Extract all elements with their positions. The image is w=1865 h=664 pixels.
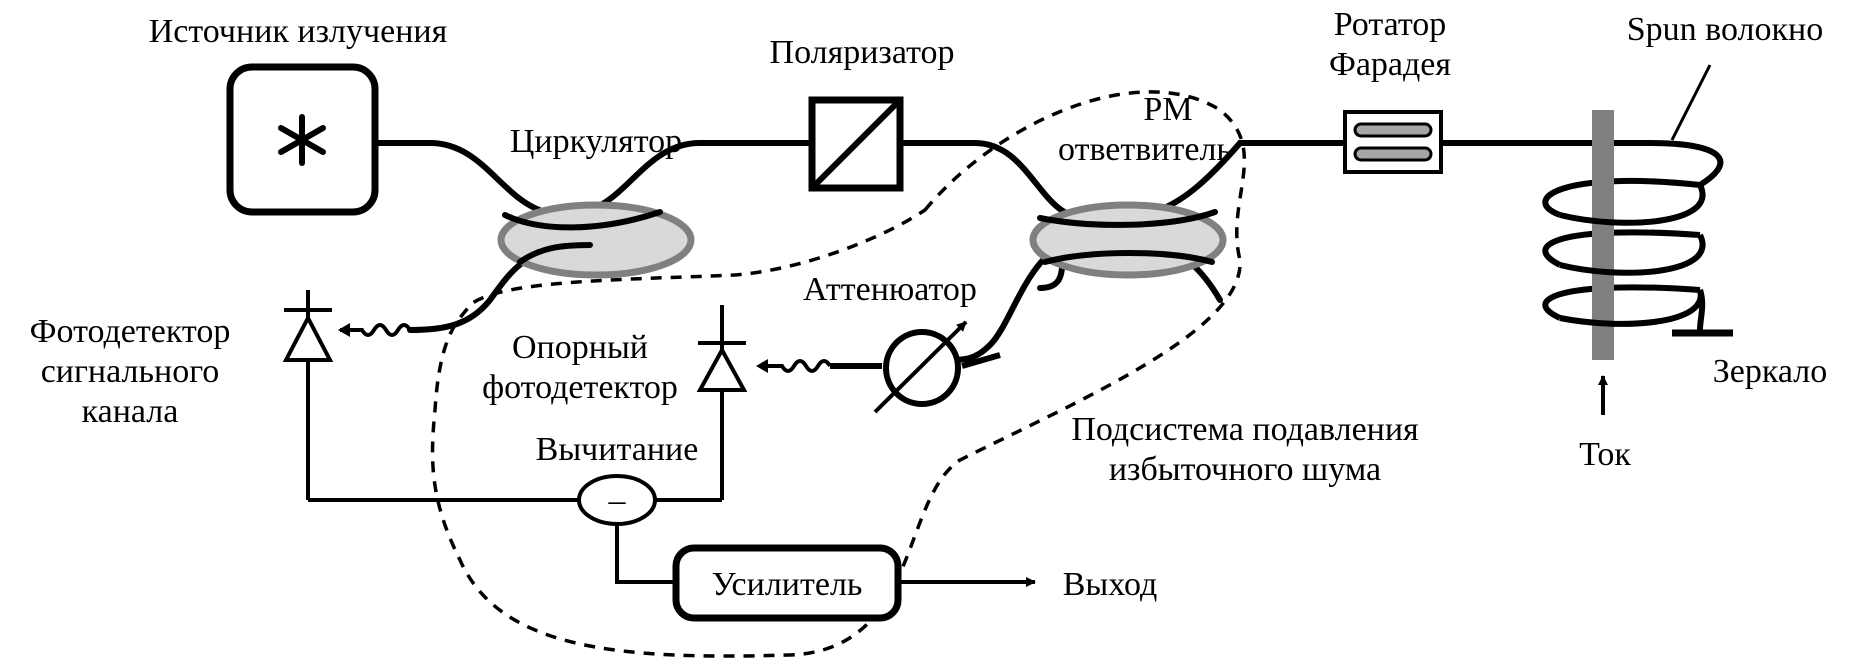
subtraction-label: Вычитание <box>536 431 699 468</box>
circulator-upper-fiber <box>502 209 663 231</box>
circulator-label: Циркулятор <box>510 123 682 160</box>
attenuator-label: Аттенюатор <box>803 271 977 308</box>
spun-fiber-coil-back <box>1542 177 1701 321</box>
pm-coupler-label-line2: ответвитель <box>1058 131 1232 168</box>
subtraction-sign: – <box>608 482 627 519</box>
subsystem-label-line1: Подсистема подавления <box>1071 411 1419 448</box>
subsystem-label-line2: избыточного шума <box>1109 451 1381 488</box>
spun-fiber-leader <box>1670 64 1712 141</box>
polarizer-label: Поляризатор <box>770 34 955 71</box>
radiation-source-label: Источник излучения <box>149 13 448 50</box>
signal-photodetector-icon <box>282 290 334 500</box>
signal-light-squiggle <box>340 323 412 337</box>
polarizer-diagonal <box>809 97 903 191</box>
amplifier-label: Усилитель <box>712 566 863 603</box>
reference-photodetector-label-line1: Опорный <box>512 329 648 366</box>
current-label: Ток <box>1579 436 1631 473</box>
faraday-rotator-box <box>1343 110 1443 174</box>
output-label: Выход <box>1063 566 1158 603</box>
reference-photodetector-label-line2: фотодетектор <box>482 369 678 406</box>
faraday-bar-top <box>1353 122 1433 138</box>
circulator-lower-fiber <box>517 242 593 265</box>
signal-light-arrowhead <box>338 323 350 337</box>
attenuator-arrow <box>873 320 968 414</box>
faraday-rotator-label-line1: Ротатор <box>1334 6 1447 43</box>
spun-fiber-label: Spun волокно <box>1627 11 1823 48</box>
pm-coupler-upper-fiber <box>1037 209 1218 228</box>
wire-subtractor-to-amplifier <box>615 524 676 584</box>
pm-coupler-label-line1: PM <box>1143 91 1192 128</box>
faraday-rotator-label-line2: Фарадея <box>1329 46 1451 83</box>
signal-photodetector-label-line1: Фотодетектор <box>30 313 231 350</box>
noise-suppression-subsystem-boundary <box>430 90 1247 658</box>
spun-fiber-coil-front <box>1559 183 1706 331</box>
current-conductor <box>1592 110 1614 360</box>
fiber-attenuator-to-coupler <box>961 352 1001 369</box>
faraday-bar-bottom <box>1353 146 1433 162</box>
circulator <box>497 201 695 279</box>
signal-photodetector-label-line3: канала <box>82 393 179 430</box>
reference-photodetector-icon <box>696 305 748 500</box>
pm-coupler-lower-fiber <box>1042 250 1215 265</box>
reference-light-arrowhead <box>756 359 768 373</box>
mirror-label: Зеркало <box>1713 353 1827 390</box>
reference-light-squiggle <box>760 359 832 373</box>
signal-photodetector-label-line2: сигнального <box>41 353 220 390</box>
fiber-faraday-to-coil <box>1427 140 1724 188</box>
radiation-star-icon <box>278 114 326 166</box>
